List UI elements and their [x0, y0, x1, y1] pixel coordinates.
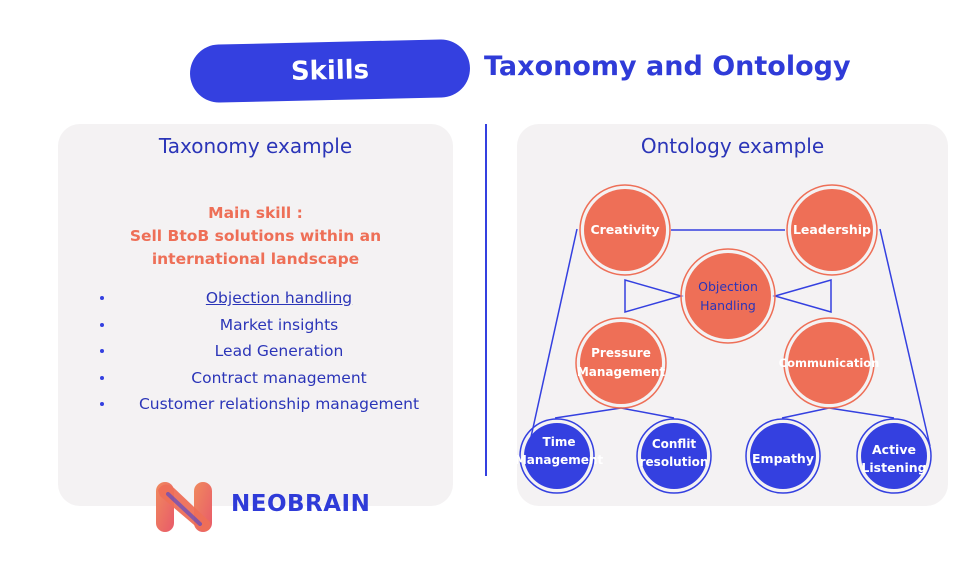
taxonomy-panel: Taxonomy example Main skill : Sell BtoB … — [58, 124, 453, 506]
node-circle — [750, 423, 816, 489]
skill-label: Contract management — [191, 368, 367, 387]
node-circle — [580, 322, 662, 404]
node-circle — [788, 322, 870, 404]
connector-communication-empathy — [781, 407, 830, 419]
node-label: Communication — [779, 356, 880, 370]
node-label: Management — [517, 453, 603, 467]
neobrain-logo-icon — [156, 482, 212, 532]
main-skill-line: Main skill : — [208, 204, 303, 222]
node-active-listening: Active Listening — [856, 418, 932, 494]
node-pressure-management: Pressure Management — [575, 317, 667, 409]
node-circle — [685, 253, 771, 339]
node-label: Time — [543, 435, 576, 449]
connector-leadership-listening — [879, 228, 931, 447]
list-item: Customer relationship management — [98, 393, 438, 420]
bullet-icon — [100, 402, 104, 406]
node-label: Creativity — [590, 222, 659, 237]
node-ring — [783, 317, 875, 409]
page-title: Taxonomy and Ontology — [484, 51, 851, 82]
ontology-title: Ontology example — [640, 134, 825, 158]
main-skill-line: Sell BtoB solutions within an — [129, 227, 382, 245]
node-circle — [791, 189, 873, 271]
connector-creativity-time — [528, 228, 578, 447]
node-circle — [584, 189, 666, 271]
node-label: Handling — [700, 298, 756, 313]
node-time-management: Time Management — [517, 418, 603, 494]
taxonomy-title: Taxonomy example — [158, 134, 353, 158]
brand-name: NEOBRAIN — [231, 491, 371, 517]
node-creativity: Creativity — [579, 184, 671, 276]
node-label: Active — [872, 442, 916, 457]
node-label: Listening — [861, 460, 926, 475]
list-item: Market insights — [98, 314, 438, 341]
node-objection-handling: Objection Handling — [680, 248, 776, 344]
node-leadership: Leadership — [786, 184, 878, 276]
diagram-connectors — [528, 228, 931, 447]
node-conflict-resolution: Conflit resolution — [636, 418, 712, 494]
main-skill-line: international landscape — [151, 250, 360, 268]
node-ring — [786, 184, 878, 276]
node-label: Pressure — [591, 346, 651, 360]
skill-label: Market insights — [219, 315, 339, 334]
ontology-diagram: Creativity Leadership Objection Handling… — [517, 184, 932, 494]
node-label: Conflit — [652, 437, 697, 451]
node-circle — [641, 423, 707, 489]
node-ring — [636, 418, 712, 494]
node-ring — [575, 317, 667, 409]
list-item: Lead Generation — [98, 340, 438, 367]
node-ring — [579, 184, 671, 276]
skill-label: Lead Generation — [214, 342, 344, 360]
triangle-left-connector — [624, 279, 684, 313]
node-label: resolution — [640, 455, 709, 469]
connector-communication-listening — [828, 407, 895, 419]
node-label: Management — [577, 365, 666, 379]
node-label: Empathy — [752, 451, 814, 466]
bullet-icon — [100, 349, 104, 353]
node-empathy: Empathy — [745, 418, 821, 494]
list-item: Contract management — [98, 367, 438, 394]
node-circle — [524, 423, 590, 489]
node-communication: Communication — [779, 317, 880, 409]
triangle-right-connector — [772, 279, 832, 313]
node-ring — [519, 418, 595, 494]
node-ring — [745, 418, 821, 494]
node-ring — [856, 418, 932, 494]
vertical-divider — [485, 124, 487, 476]
skill-list: Objection handling Market insights Lead … — [98, 287, 438, 420]
node-label: Objection — [698, 279, 758, 294]
main-skill-block: Main skill : Sell BtoB solutions within … — [58, 202, 453, 271]
skill-label: Customer relationship management — [138, 395, 420, 413]
connector-pressure-time — [554, 407, 622, 419]
skills-pill: Skills — [189, 38, 471, 104]
list-item: Objection handling — [98, 287, 438, 314]
skill-label: Objection handling — [205, 289, 353, 307]
node-circle — [861, 423, 927, 489]
bullet-icon — [100, 296, 104, 300]
bullet-icon — [100, 375, 104, 380]
node-ring — [680, 248, 776, 344]
bullet-icon — [100, 322, 104, 327]
connector-pressure-conflict — [620, 407, 675, 419]
skills-pill-label: Skills — [290, 55, 370, 87]
node-label: Leadership — [793, 222, 871, 237]
